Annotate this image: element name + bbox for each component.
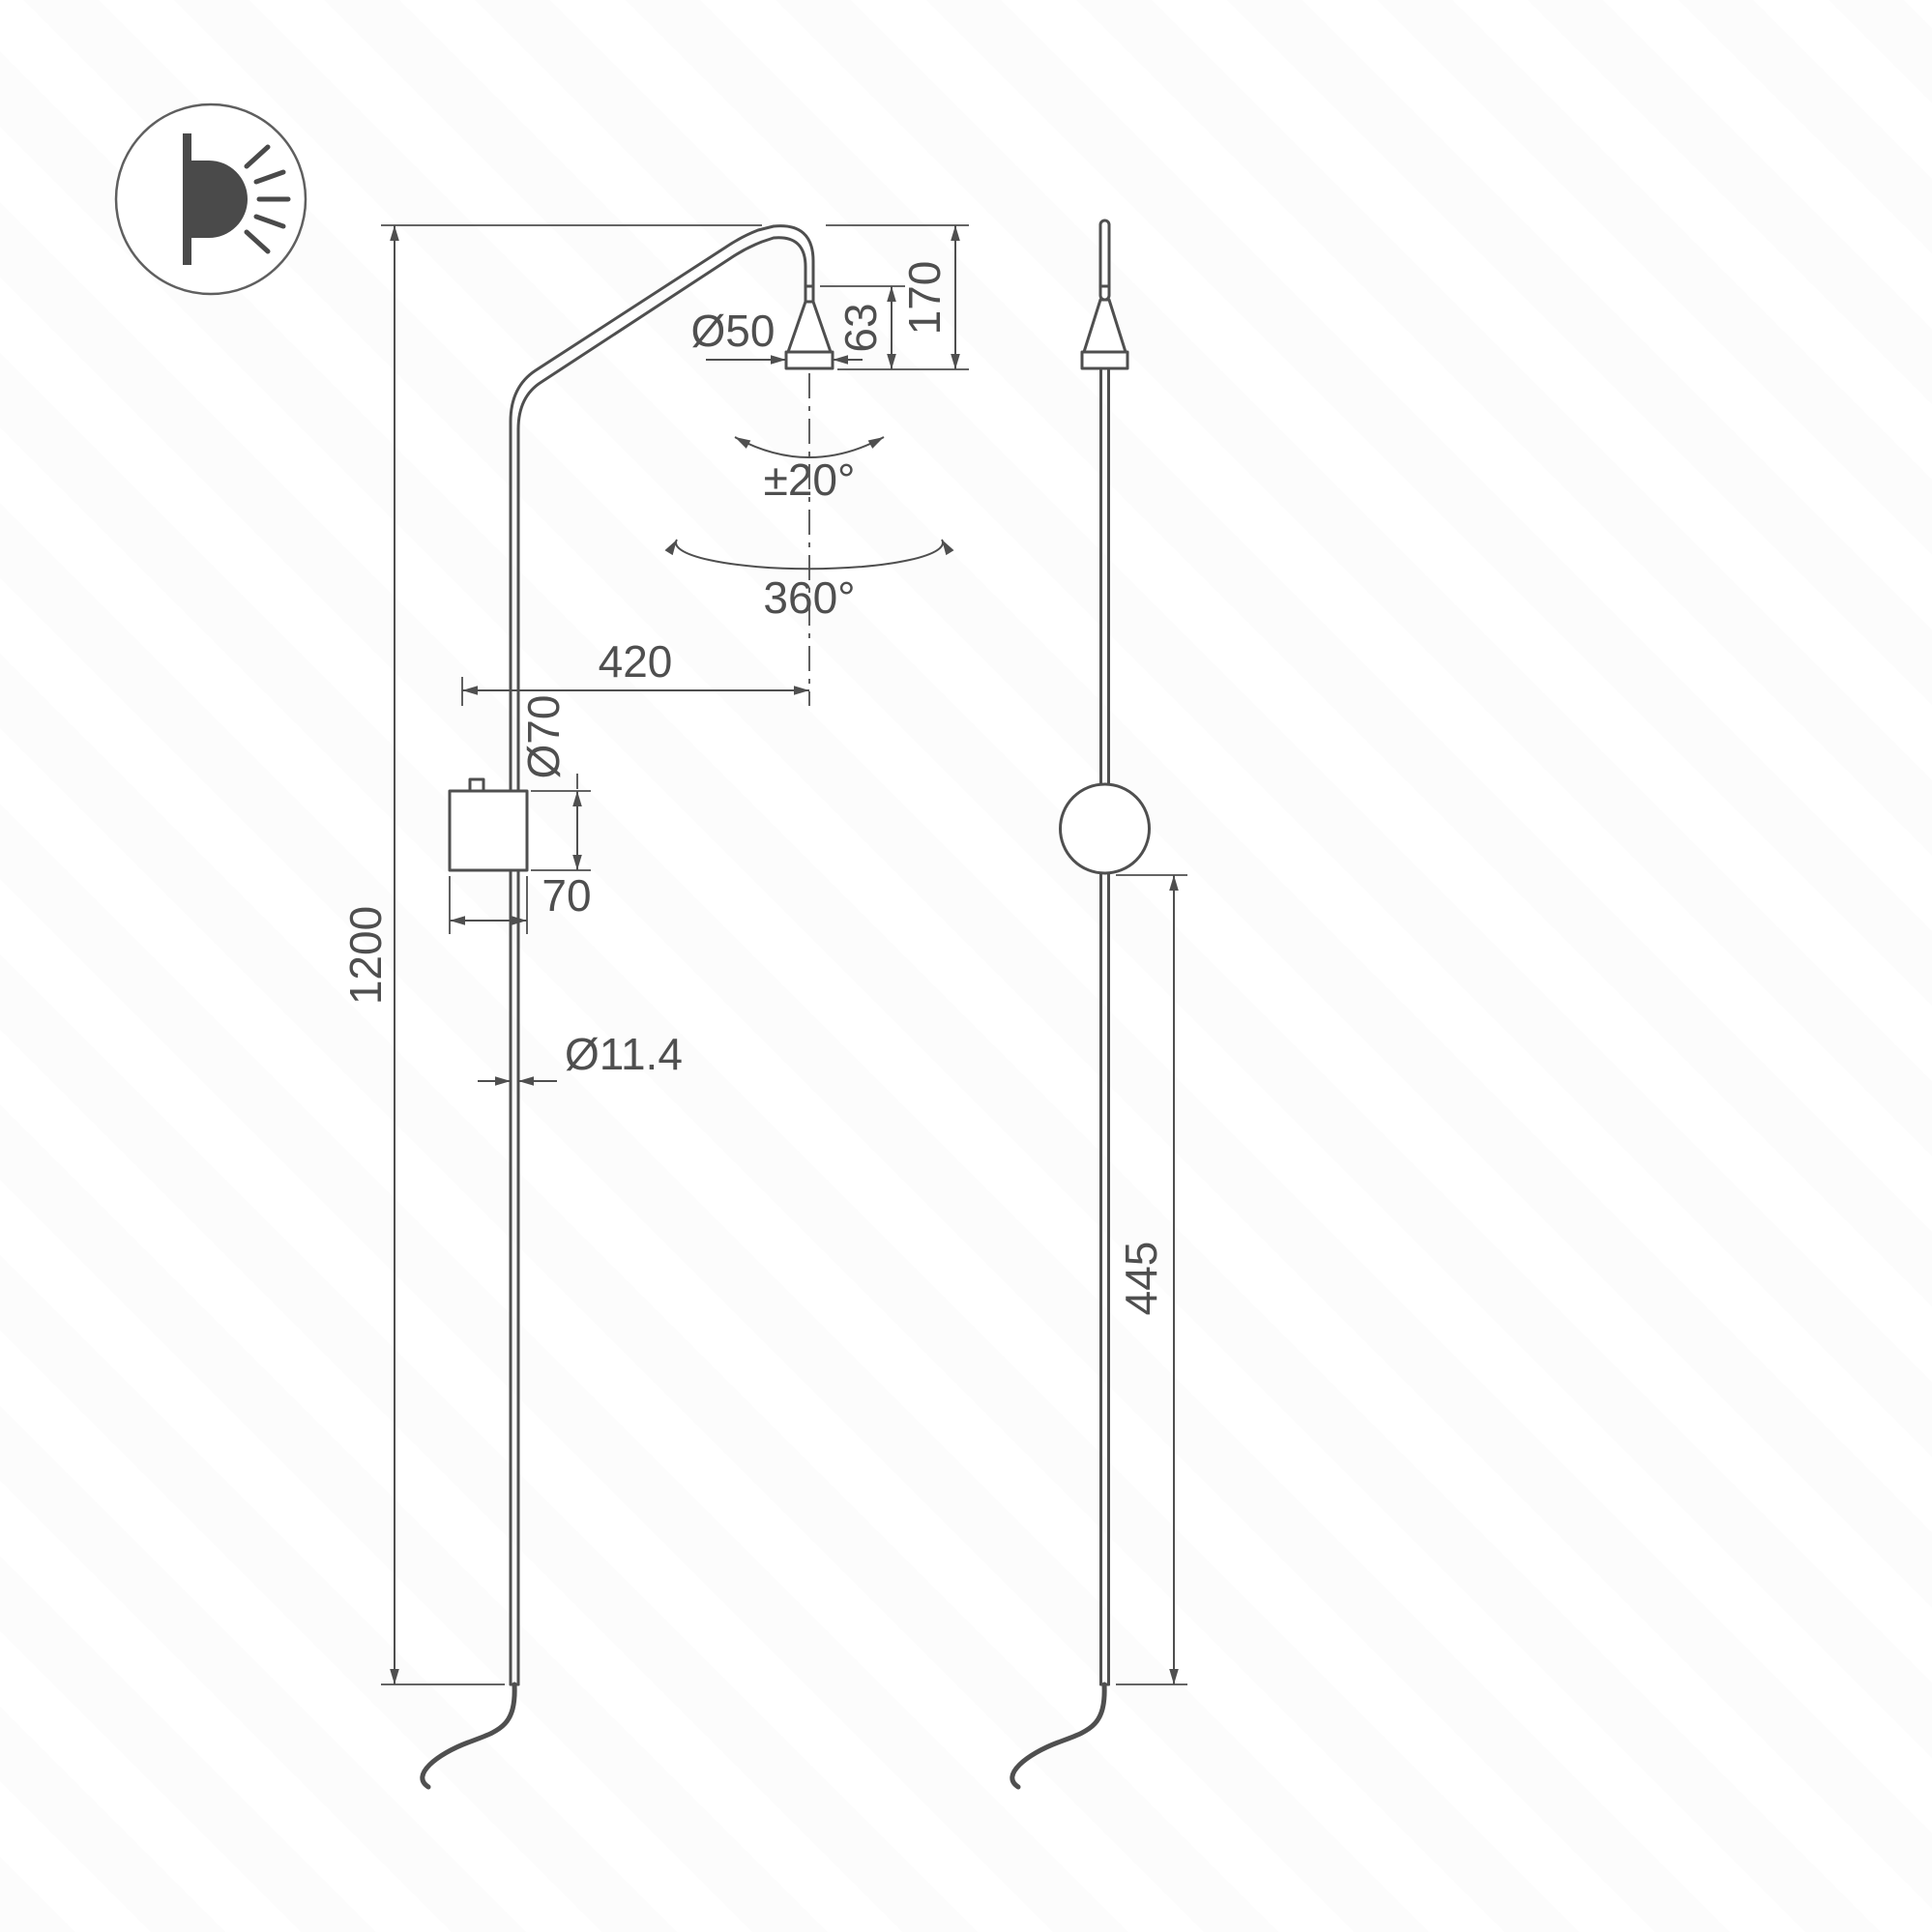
side-view: 445 — [1010, 219, 1187, 1790]
dim-label-bracket-width: 70 — [542, 870, 591, 921]
dim-label-rotation: 360° — [763, 572, 855, 623]
wall-lamp-icon — [114, 102, 307, 296]
lamp-pole-arm-inner — [516, 236, 807, 1686]
dimension-head-diameter: Ø50 — [691, 306, 863, 365]
front-view: Ø50 ±20° 360° 420 1200 — [340, 224, 969, 1790]
bracket-box — [448, 789, 529, 872]
dimension-lower-section: 445 — [1116, 874, 1187, 1685]
dim-label-arm-reach: 420 — [599, 636, 673, 687]
dim-label-head-diameter: Ø50 — [691, 306, 776, 356]
dim-label-tilt: ±20° — [764, 454, 856, 505]
bracket-switch-nub — [468, 777, 485, 793]
dimension-arm-reach: 420 — [461, 636, 809, 706]
dimension-head-offset: 170 — [826, 224, 969, 370]
dimension-bracket-width: 70 — [449, 870, 592, 934]
dim-label-pole-diameter: Ø11.4 — [565, 1029, 683, 1079]
lamp-pole-arm-outer — [509, 224, 815, 1686]
head-cone — [786, 300, 833, 354]
side-bracket-disc — [1059, 782, 1151, 875]
dim-label-head-offset: 170 — [899, 261, 950, 336]
side-pole — [1099, 366, 1110, 1686]
dim-label-overall-height: 1200 — [340, 906, 391, 1005]
dim-label-head-height: 63 — [835, 303, 886, 352]
dimension-tilt-range: ±20° — [734, 436, 885, 505]
dimension-head-height: 63 — [820, 285, 905, 369]
side-arm-tip — [1098, 219, 1111, 302]
dimension-rotation-range: 360° — [664, 539, 954, 623]
icon-light-rays — [244, 144, 291, 254]
dimension-bracket-diameter: Ø70 — [518, 695, 591, 871]
power-cable-front — [420, 1682, 517, 1790]
dim-label-lower-section: 445 — [1116, 1242, 1166, 1316]
icon-lamp-body — [191, 161, 248, 238]
power-cable-side — [1010, 1682, 1107, 1790]
dimension-overall-height: 1200 — [340, 224, 762, 1685]
dim-label-bracket-diameter: Ø70 — [518, 695, 569, 779]
head-rim — [784, 350, 834, 370]
icon-wall-bar — [183, 133, 191, 265]
side-head-cone — [1082, 298, 1127, 354]
side-head-rim — [1080, 350, 1129, 370]
dimension-pole-diameter: Ø11.4 — [478, 1029, 683, 1086]
